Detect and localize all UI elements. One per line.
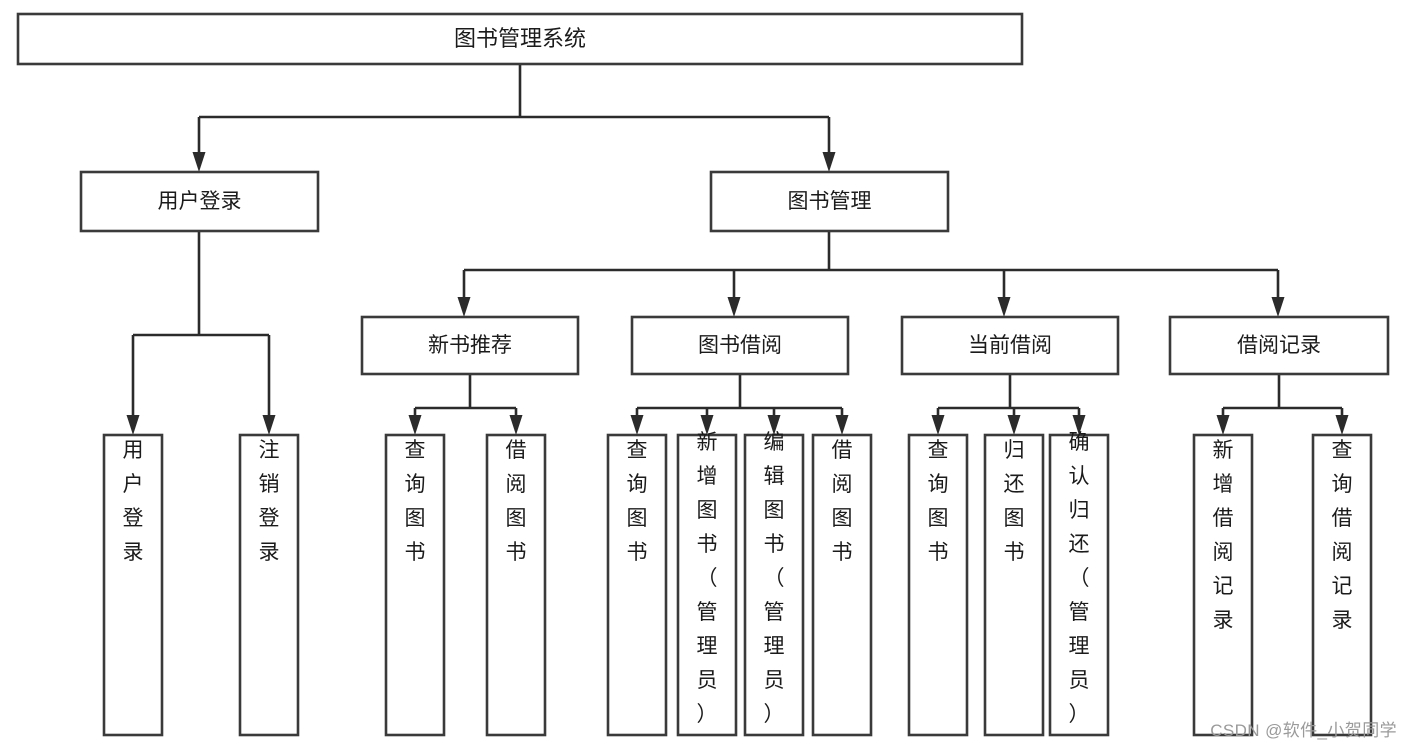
node-current-borrow[interactable]: 当前借阅	[900, 315, 1120, 376]
node-label: 图书管理	[788, 190, 872, 213]
node-label: 借阅记录	[1237, 334, 1321, 357]
node-label: 新增图书（管理员）	[697, 431, 718, 726]
node-label: 编辑图书（管理员）	[764, 431, 785, 726]
arrow-head-icon	[1216, 415, 1230, 435]
node-box[interactable]	[743, 433, 805, 737]
node-leaf-borrow-book[interactable]: 借阅图书	[811, 433, 873, 737]
arrow-head-icon	[408, 415, 422, 435]
arrow-head-icon	[822, 152, 836, 172]
node-label: 确认归还（管理员）	[1069, 431, 1090, 726]
node-box[interactable]	[983, 433, 1045, 737]
arrow-head-icon	[262, 415, 276, 435]
node-label: 当前借阅	[968, 334, 1052, 357]
node-label: 图书借阅	[698, 334, 782, 357]
node-leaf-borrow-book-rec[interactable]: 借阅图书	[485, 433, 547, 737]
node-leaf-add-book-admin[interactable]: 新增图书（管理员）	[676, 431, 738, 737]
node-root[interactable]: 图书管理系统	[16, 12, 1024, 66]
arrow-head-icon	[630, 415, 644, 435]
node-label: 用户登录	[123, 439, 144, 564]
node-box[interactable]	[606, 433, 668, 737]
arrow-head-icon	[767, 415, 781, 435]
connector-bookborrow-to-leaves	[630, 374, 849, 435]
arrow-head-icon	[835, 415, 849, 435]
arrow-head-icon	[931, 415, 945, 435]
node-label: 新书推荐	[428, 334, 512, 357]
node-label: 借阅图书	[506, 439, 527, 564]
node-book-management[interactable]: 图书管理	[709, 170, 950, 233]
node-leaf-query-book-current[interactable]: 查询图书	[907, 433, 969, 737]
node-new-book-recommend[interactable]: 新书推荐	[360, 315, 580, 376]
node-box[interactable]	[102, 433, 164, 737]
connector-root-to-level1	[192, 64, 836, 172]
node-box[interactable]	[1168, 315, 1390, 376]
node-borrow-records[interactable]: 借阅记录	[1168, 315, 1390, 376]
node-book-borrow[interactable]: 图书借阅	[630, 315, 850, 376]
node-box[interactable]	[676, 433, 738, 737]
node-box[interactable]	[238, 433, 300, 737]
node-label: 图书管理系统	[454, 26, 586, 51]
node-leaf-confirm-return-admin[interactable]: 确认归还（管理员）	[1048, 431, 1110, 737]
arrow-head-icon	[1271, 297, 1285, 317]
connector-currentborrow-to-leaves	[931, 374, 1086, 435]
connector-layer	[126, 64, 1349, 435]
arrow-head-icon	[126, 415, 140, 435]
node-box[interactable]	[485, 433, 547, 737]
node-box[interactable]	[900, 315, 1120, 376]
arrow-head-icon	[997, 297, 1011, 317]
connector-newbook-to-leaves	[408, 374, 523, 435]
arrow-head-icon	[1007, 415, 1021, 435]
arrow-head-icon	[1072, 415, 1086, 435]
node-box[interactable]	[811, 433, 873, 737]
node-leaf-edit-book-admin[interactable]: 编辑图书（管理员）	[743, 431, 805, 737]
node-leaf-logout[interactable]: 注销登录	[238, 433, 300, 737]
node-label: 用户登录	[158, 190, 242, 213]
csdn-watermark: CSDN @软件_小贺同学	[1210, 721, 1397, 740]
arrow-head-icon	[192, 152, 206, 172]
arrow-head-icon	[509, 415, 523, 435]
node-label: 查询图书	[627, 439, 648, 564]
arrow-head-icon	[457, 297, 471, 317]
node-box[interactable]	[1192, 433, 1254, 737]
node-leaf-return-book[interactable]: 归还图书	[983, 433, 1045, 737]
node-label: 新增借阅记录	[1213, 439, 1234, 632]
node-box[interactable]	[907, 433, 969, 737]
node-leaf-user-login[interactable]: 用户登录	[102, 433, 164, 737]
node-leaf-query-borrow-record[interactable]: 查询借阅记录	[1311, 433, 1373, 737]
node-label: 查询图书	[405, 439, 426, 564]
node-box[interactable]	[79, 170, 320, 233]
node-label: 借阅图书	[832, 439, 853, 564]
node-leaf-add-borrow-record[interactable]: 新增借阅记录	[1192, 433, 1254, 737]
node-layer: 图书管理系统用户登录图书管理新书推荐图书借阅当前借阅借阅记录用户登录注销登录查询…	[16, 12, 1390, 737]
node-box[interactable]	[709, 170, 950, 233]
node-user-login[interactable]: 用户登录	[79, 170, 320, 233]
connector-borrowrecords-to-leaves	[1216, 374, 1349, 435]
node-label: 归还图书	[1004, 439, 1025, 564]
node-box[interactable]	[1311, 433, 1373, 737]
arrow-head-icon	[700, 415, 714, 435]
node-box[interactable]	[360, 315, 580, 376]
connector-bookmgmt-to-level2	[457, 231, 1285, 317]
node-leaf-query-book-rec[interactable]: 查询图书	[384, 433, 446, 737]
connector-userlogin-to-leaves	[126, 231, 276, 435]
node-label: 查询图书	[928, 439, 949, 564]
node-leaf-query-book-borrow[interactable]: 查询图书	[606, 433, 668, 737]
arrow-head-icon	[1335, 415, 1349, 435]
node-box[interactable]	[16, 12, 1024, 66]
node-box[interactable]	[630, 315, 850, 376]
arrow-head-icon	[727, 297, 741, 317]
node-label: 注销登录	[259, 439, 280, 564]
node-box[interactable]	[384, 433, 446, 737]
node-label: 查询借阅记录	[1332, 439, 1353, 632]
node-box[interactable]	[1048, 433, 1110, 737]
